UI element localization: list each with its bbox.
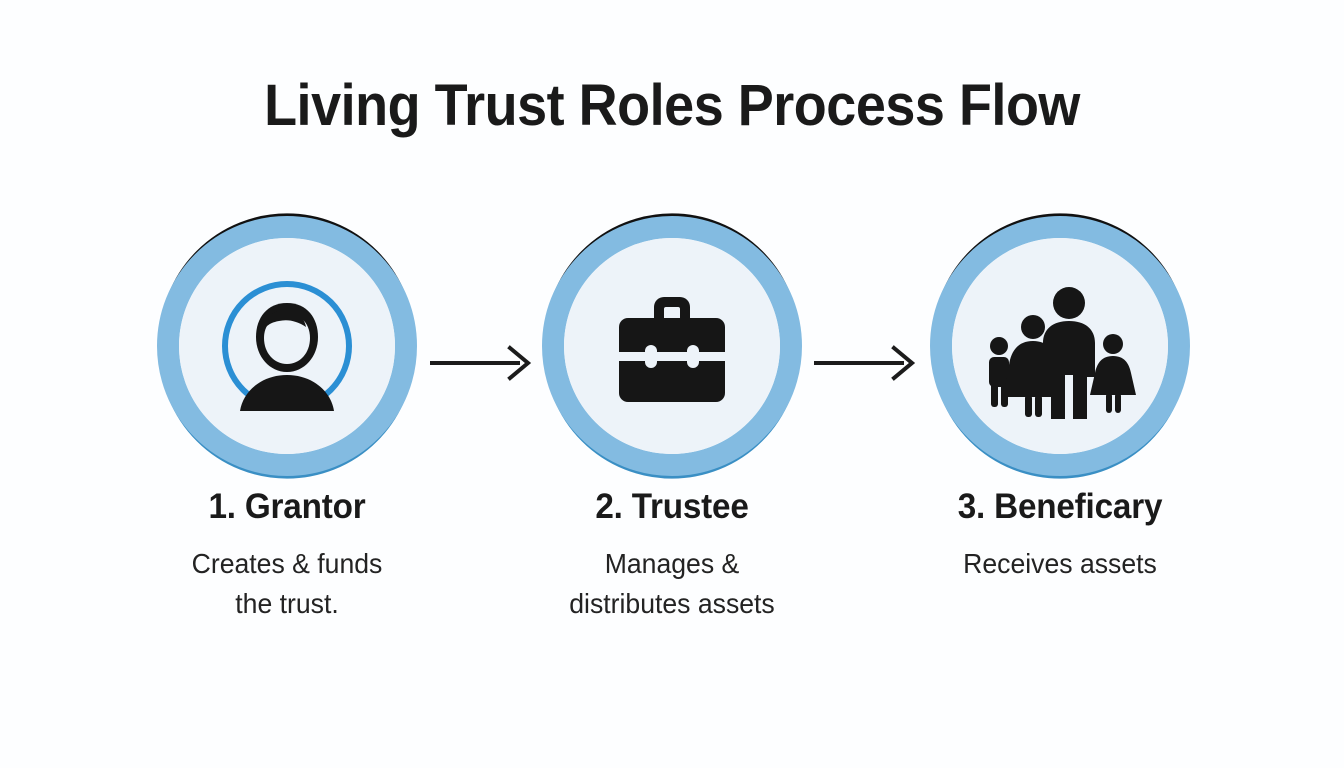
caption-desc-trustee: Manages & distributes assets: [530, 544, 815, 625]
caption-beneficiary: 3. Beneficary Receives assets: [910, 487, 1210, 585]
caption-trustee: 2. Trustee Manages & distributes assets: [522, 487, 822, 625]
family-man: [1043, 287, 1095, 419]
flow-node-grantor[interactable]: [156, 213, 418, 479]
band-ring: [930, 216, 1190, 476]
arrow-trustee-to-beneficiary: [812, 341, 924, 385]
caption-title-beneficiary: 3. Beneficary: [957, 487, 1163, 526]
band-ring: [542, 216, 802, 476]
caption-desc-line: Manages &: [604, 547, 740, 579]
process-flow-row: [0, 213, 1344, 485]
caption-desc-grantor: Creates & funds the trust.: [145, 544, 430, 625]
flow-node-beneficiary[interactable]: [929, 213, 1191, 479]
caption-desc-line: Creates & funds: [191, 547, 383, 579]
family-icon: [989, 287, 1136, 419]
caption-row: 1. Grantor Creates & funds the trust. 2.…: [0, 487, 1344, 668]
caption-desc-line: Receives assets: [963, 547, 1157, 579]
caption-title-grantor: 1. Grantor: [208, 487, 366, 526]
caption-title-trustee: 2. Trustee: [595, 487, 749, 526]
arrow-head: [891, 345, 916, 381]
flow-node-trustee[interactable]: [541, 213, 803, 479]
briefcase-icon: [619, 297, 725, 402]
caption-desc-beneficiary: Receives assets: [918, 544, 1203, 585]
caption-grantor: 1. Grantor Creates & funds the trust.: [137, 487, 437, 625]
page-title: Living Trust Roles Process Flow: [264, 73, 1080, 138]
family-child-girl: [1090, 334, 1136, 413]
person-icon: [240, 303, 334, 411]
caption-desc-line: the trust.: [235, 588, 339, 620]
band-ring: [157, 216, 417, 476]
arrow-head: [507, 345, 532, 381]
arrow-grantor-to-trustee: [428, 341, 540, 385]
caption-desc-line: distributes assets: [569, 588, 775, 620]
